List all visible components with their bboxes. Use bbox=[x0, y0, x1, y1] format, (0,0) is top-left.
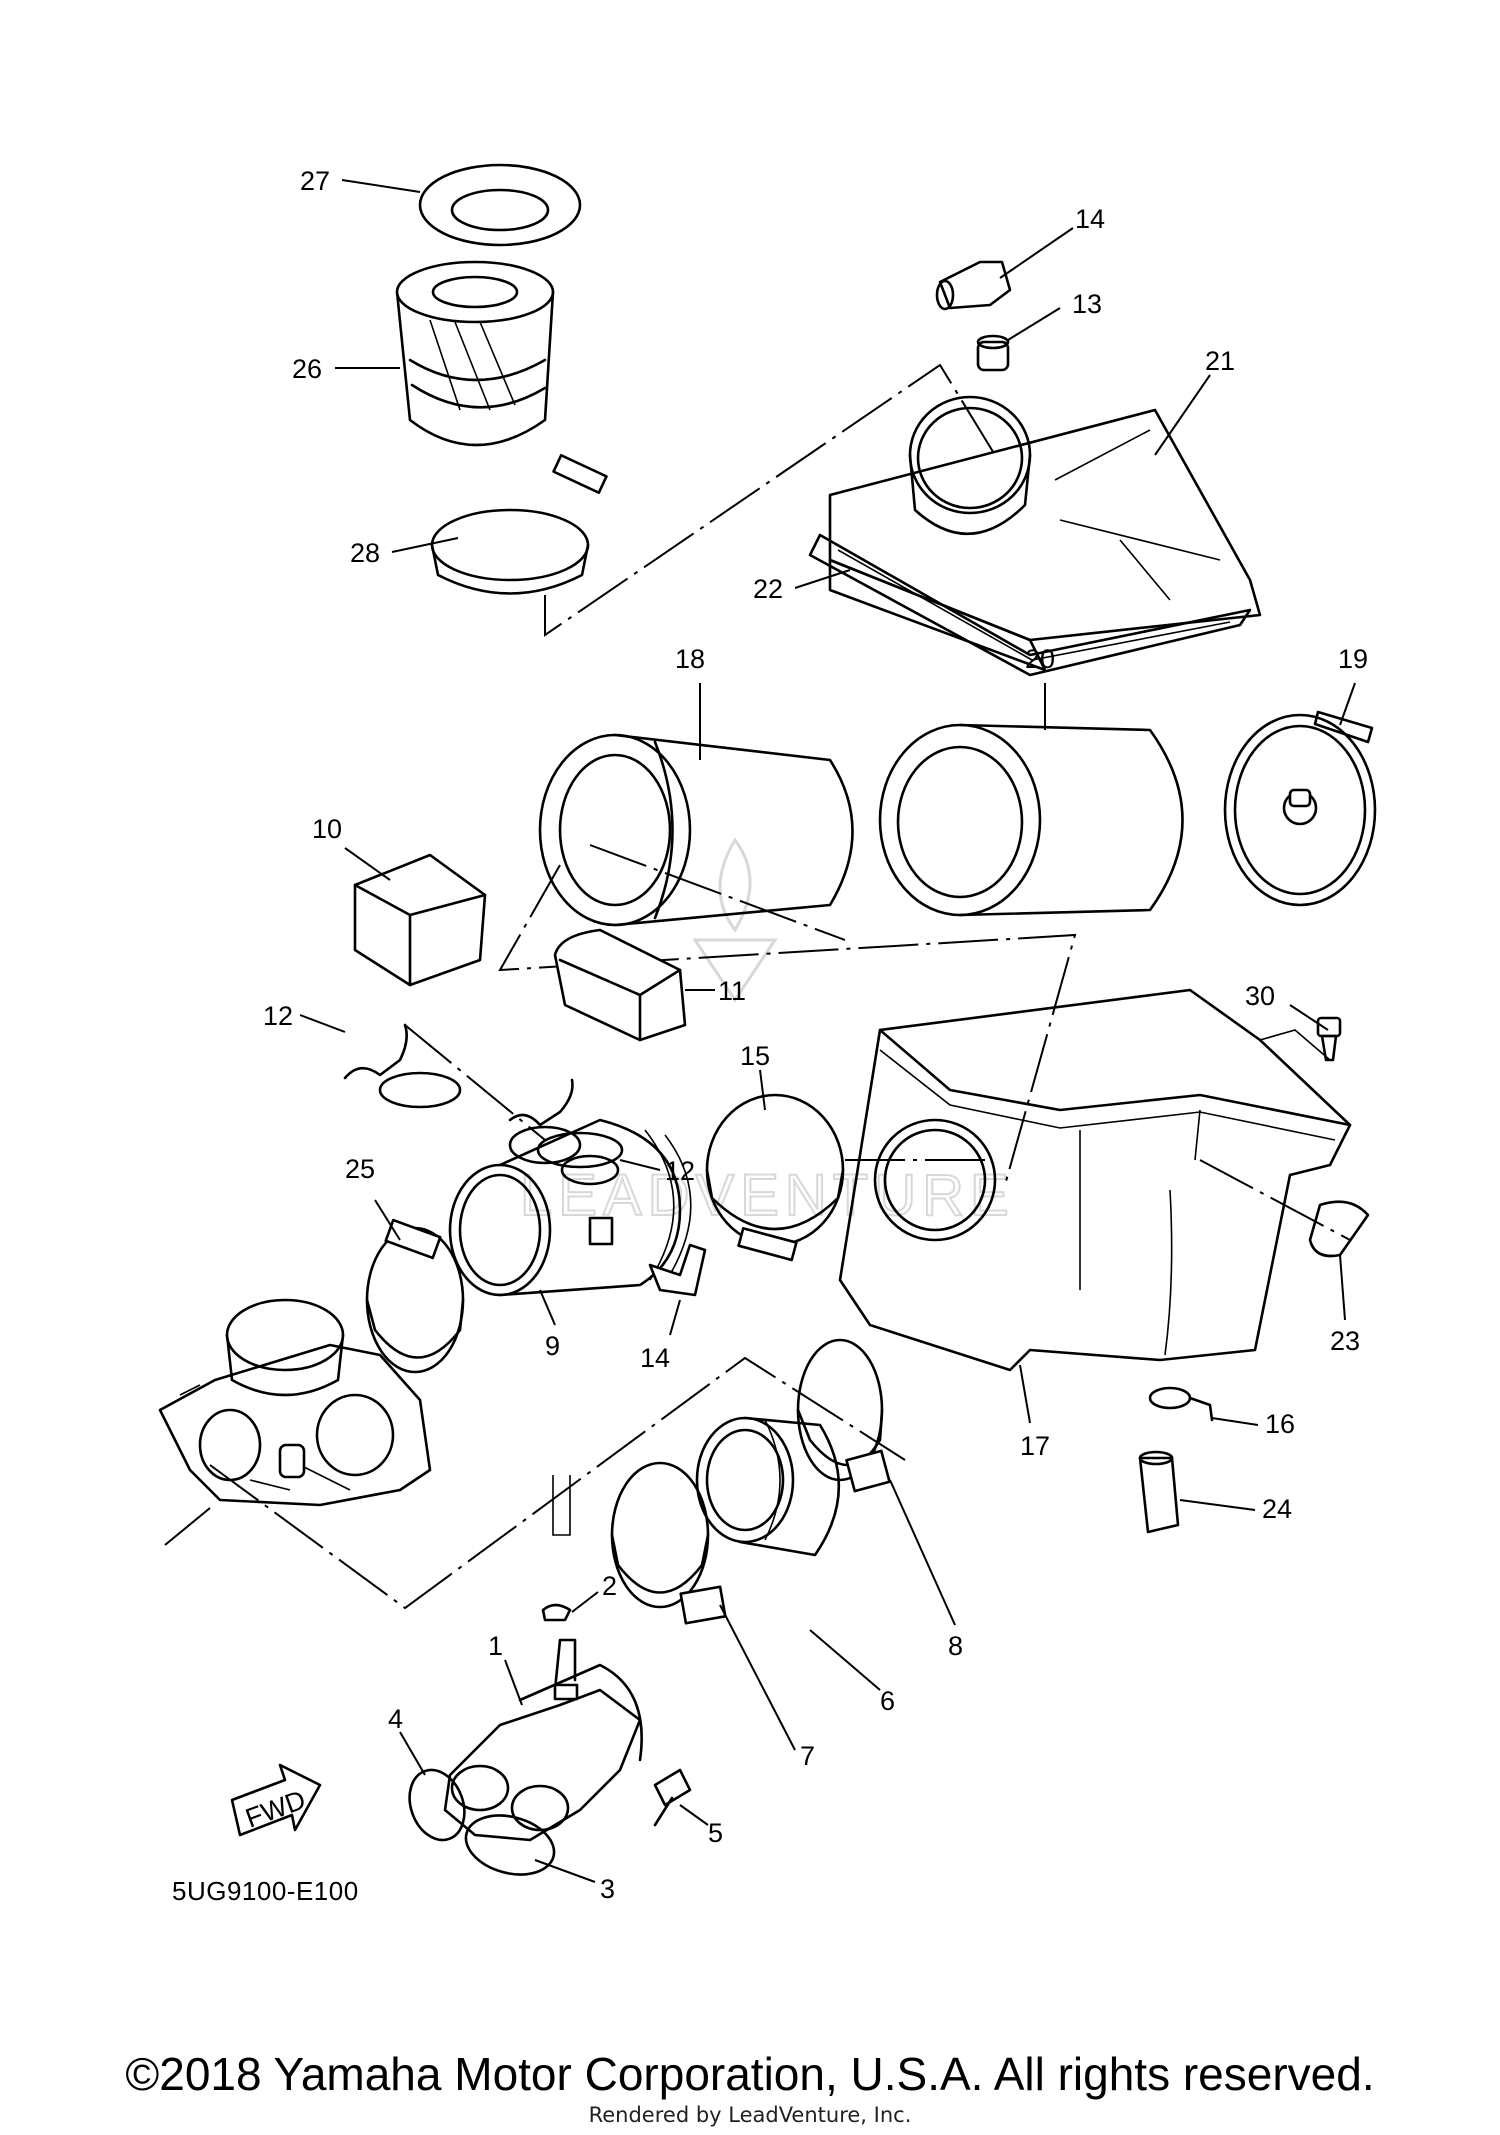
callout-12-left: 12 bbox=[263, 1001, 293, 1031]
callout-17: 16 bbox=[1265, 1409, 1295, 1439]
part-23-gasket bbox=[808, 533, 1252, 677]
callout-16: 15 bbox=[740, 1041, 770, 1071]
part-14-grommet bbox=[976, 334, 1010, 372]
callouts: 27 26 28 14 13 21 22 18 20 19 10 11 12 1… bbox=[263, 166, 1368, 1904]
fwd-arrow-icon: FWD bbox=[230, 1763, 322, 1837]
callout-30: 30 bbox=[1245, 981, 1275, 1011]
part-9-joint bbox=[448, 1118, 692, 1297]
part-20-cap bbox=[1223, 710, 1377, 907]
callout-13: 14 bbox=[640, 1343, 670, 1373]
part-11-foam bbox=[553, 928, 687, 1042]
callout-2: 2 bbox=[602, 1571, 617, 1601]
copyright-notice: ©2018 Yamaha Motor Corporation, U.S.A. A… bbox=[125, 2048, 1375, 2100]
callout-1: 1 bbox=[488, 1631, 503, 1661]
part-22-airbox-cap bbox=[828, 395, 1262, 672]
carburetor bbox=[158, 1298, 432, 1507]
part-12-clip-left bbox=[343, 1023, 462, 1109]
callout-15: 14 bbox=[1075, 204, 1105, 234]
callout-26: 25 bbox=[345, 1154, 375, 1184]
callout-23: 22 bbox=[753, 574, 783, 604]
callout-21: 20 bbox=[1025, 644, 1055, 674]
part-13-elbow bbox=[648, 1243, 707, 1297]
callout-3: 3 bbox=[600, 1874, 615, 1904]
leader-lines bbox=[299, 179, 1356, 1883]
part-21-filter bbox=[878, 723, 1184, 917]
diagram-code: 5UG9100-E100 bbox=[172, 1876, 359, 1906]
part-3-oring bbox=[464, 1814, 556, 1876]
part-2-clip bbox=[541, 1475, 572, 1622]
part-8-band bbox=[796, 1338, 891, 1493]
part-12-clip-right bbox=[508, 1078, 624, 1169]
part-6-joint bbox=[695, 1416, 841, 1557]
callout-18: 17 bbox=[1020, 1431, 1050, 1461]
callout-4: 4 bbox=[388, 1704, 403, 1734]
callout-7: 7 bbox=[800, 1741, 815, 1771]
part-29-clamp bbox=[430, 453, 608, 595]
part-27-duct bbox=[395, 260, 555, 447]
part-5-bolt bbox=[653, 1768, 692, 1827]
callout-14: 13 bbox=[1072, 289, 1102, 319]
callout-24: 23 bbox=[1330, 1326, 1360, 1356]
callout-19: 18 bbox=[675, 644, 705, 674]
part-25-drain bbox=[1138, 1450, 1180, 1534]
callout-10: 10 bbox=[312, 814, 342, 844]
callout-28: 27 bbox=[300, 166, 330, 196]
assembly-lines bbox=[164, 363, 1351, 1610]
part-17-clip bbox=[1148, 1386, 1214, 1422]
callout-9: 9 bbox=[545, 1331, 560, 1361]
part-19-element bbox=[538, 733, 854, 927]
part-16-band bbox=[705, 1093, 845, 1262]
part-30-screw bbox=[1316, 1016, 1342, 1062]
callout-6: 6 bbox=[880, 1686, 895, 1716]
callout-25: 24 bbox=[1262, 1494, 1292, 1524]
callout-5: 5 bbox=[708, 1818, 723, 1848]
part-26-band bbox=[365, 1218, 465, 1374]
callout-22: 21 bbox=[1205, 346, 1235, 376]
part-28-seal bbox=[418, 163, 582, 247]
part-15-elbow bbox=[935, 260, 1012, 311]
callout-29: 28 bbox=[350, 538, 380, 568]
callout-12-right: 12 bbox=[665, 1156, 695, 1186]
part-10-foam bbox=[353, 853, 487, 987]
callout-11: 11 bbox=[718, 976, 746, 1006]
rendered-by-notice: Rendered by LeadVenture, Inc. bbox=[588, 2103, 912, 2127]
part-24-clip bbox=[1308, 1200, 1370, 1258]
part-7-band bbox=[610, 1461, 727, 1625]
callout-20: 19 bbox=[1338, 644, 1368, 674]
part-4-oring bbox=[408, 1768, 466, 1842]
part-1-manifold bbox=[443, 1638, 643, 1842]
callout-27: 26 bbox=[292, 354, 322, 384]
part-18-airbox bbox=[838, 988, 1352, 1372]
callout-8: 8 bbox=[948, 1631, 963, 1661]
